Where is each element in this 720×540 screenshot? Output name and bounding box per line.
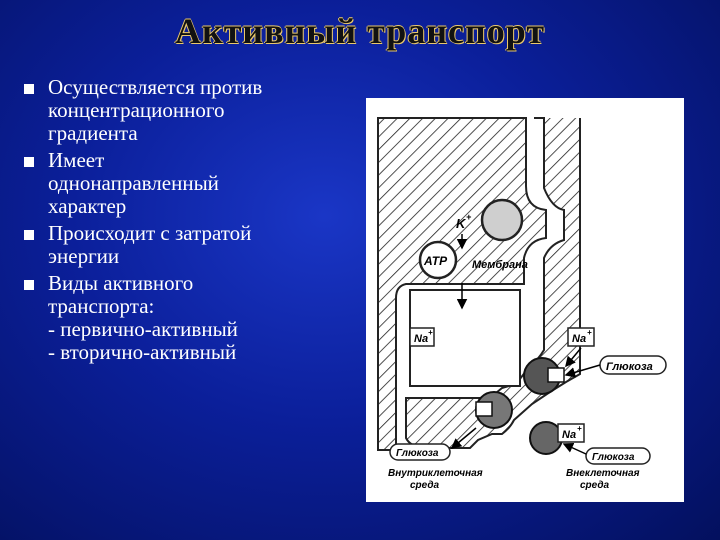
na-right-bottom-label: Na — [562, 429, 576, 441]
potassium-channel — [480, 198, 524, 242]
diagram-svg: K + ATP Мембрана Na + Na + Глюкоза — [377, 117, 667, 491]
atp-circle — [418, 240, 458, 280]
glucose-left-bottom-label: Глюкоза — [396, 448, 439, 459]
bullet-line: Происходит с затратой — [48, 221, 252, 245]
na-left-label: Na — [414, 333, 428, 345]
bullet-line: Осуществляется против — [48, 75, 263, 99]
slide-title: Активный транспорт — [174, 11, 546, 51]
bullet-line: концентрационного — [48, 98, 225, 122]
bullet-item: Виды активного транспорта: - первично-ак… — [22, 272, 352, 364]
inner-env-label-2: среда — [410, 480, 440, 491]
outer-env-label-1: Внеклеточная — [566, 468, 640, 479]
glucose-arrow-top — [564, 364, 601, 378]
glucose-right-top-label: Глюкоза — [606, 361, 653, 373]
na-right-top-label: Na — [572, 333, 586, 345]
square-bullet-icon — [24, 230, 34, 240]
bullet-line: однонаправленный — [48, 171, 219, 195]
bullet-line: характер — [48, 194, 127, 218]
glucose-arrow-out — [450, 427, 477, 449]
square-bullet-icon — [24, 157, 34, 167]
na-left-sup: + — [428, 328, 433, 337]
glucose-slot-middle — [475, 401, 493, 417]
bullet-item: Имеет однонаправленный характер — [22, 149, 352, 218]
k-label: K — [456, 216, 467, 231]
bullet-line: энергии — [48, 244, 120, 268]
transport-diagram: K + ATP Мембрана Na + Na + Глюкоза — [366, 98, 684, 502]
na-right-top-sup: + — [587, 328, 592, 337]
inner-env-label-1: Внутриклеточная — [388, 468, 483, 479]
na-box-left — [409, 327, 435, 347]
square-bullet-icon — [24, 280, 34, 290]
bullet-line: - вторично-активный — [48, 340, 237, 364]
glucose-right-bottom-label: Глюкоза — [592, 452, 635, 463]
bullet-line: градиента — [48, 121, 138, 145]
membrane-label: Мембрана — [472, 259, 528, 271]
na-box-right-top — [567, 327, 595, 347]
bullet-item: Осуществляется против концентрационного … — [22, 76, 352, 145]
bullet-item: Происходит с затратой энергии — [22, 222, 352, 268]
glucose-slot-top — [547, 367, 565, 383]
glucose-box-right-bottom — [585, 447, 651, 465]
outer-env-label-2: среда — [580, 480, 610, 491]
bullet-line: транспорта: — [48, 294, 155, 318]
cotransporter-bottom — [529, 421, 563, 455]
na-right-bottom-sup: + — [577, 424, 582, 433]
bullet-line: Виды активного — [48, 271, 194, 295]
glucose-box-left-bottom — [389, 443, 451, 461]
atp-label: ATP — [423, 254, 448, 268]
na-box-right-bottom — [557, 423, 585, 443]
bullet-line: - первично-активный — [48, 317, 238, 341]
bullet-line: Имеет — [48, 148, 105, 172]
bullet-list: Осуществляется против концентрационного … — [22, 76, 352, 368]
na-arrow-top — [565, 347, 582, 368]
glucose-arrow-bottom — [562, 442, 587, 455]
k-sup: + — [466, 212, 472, 222]
square-bullet-icon — [24, 84, 34, 94]
